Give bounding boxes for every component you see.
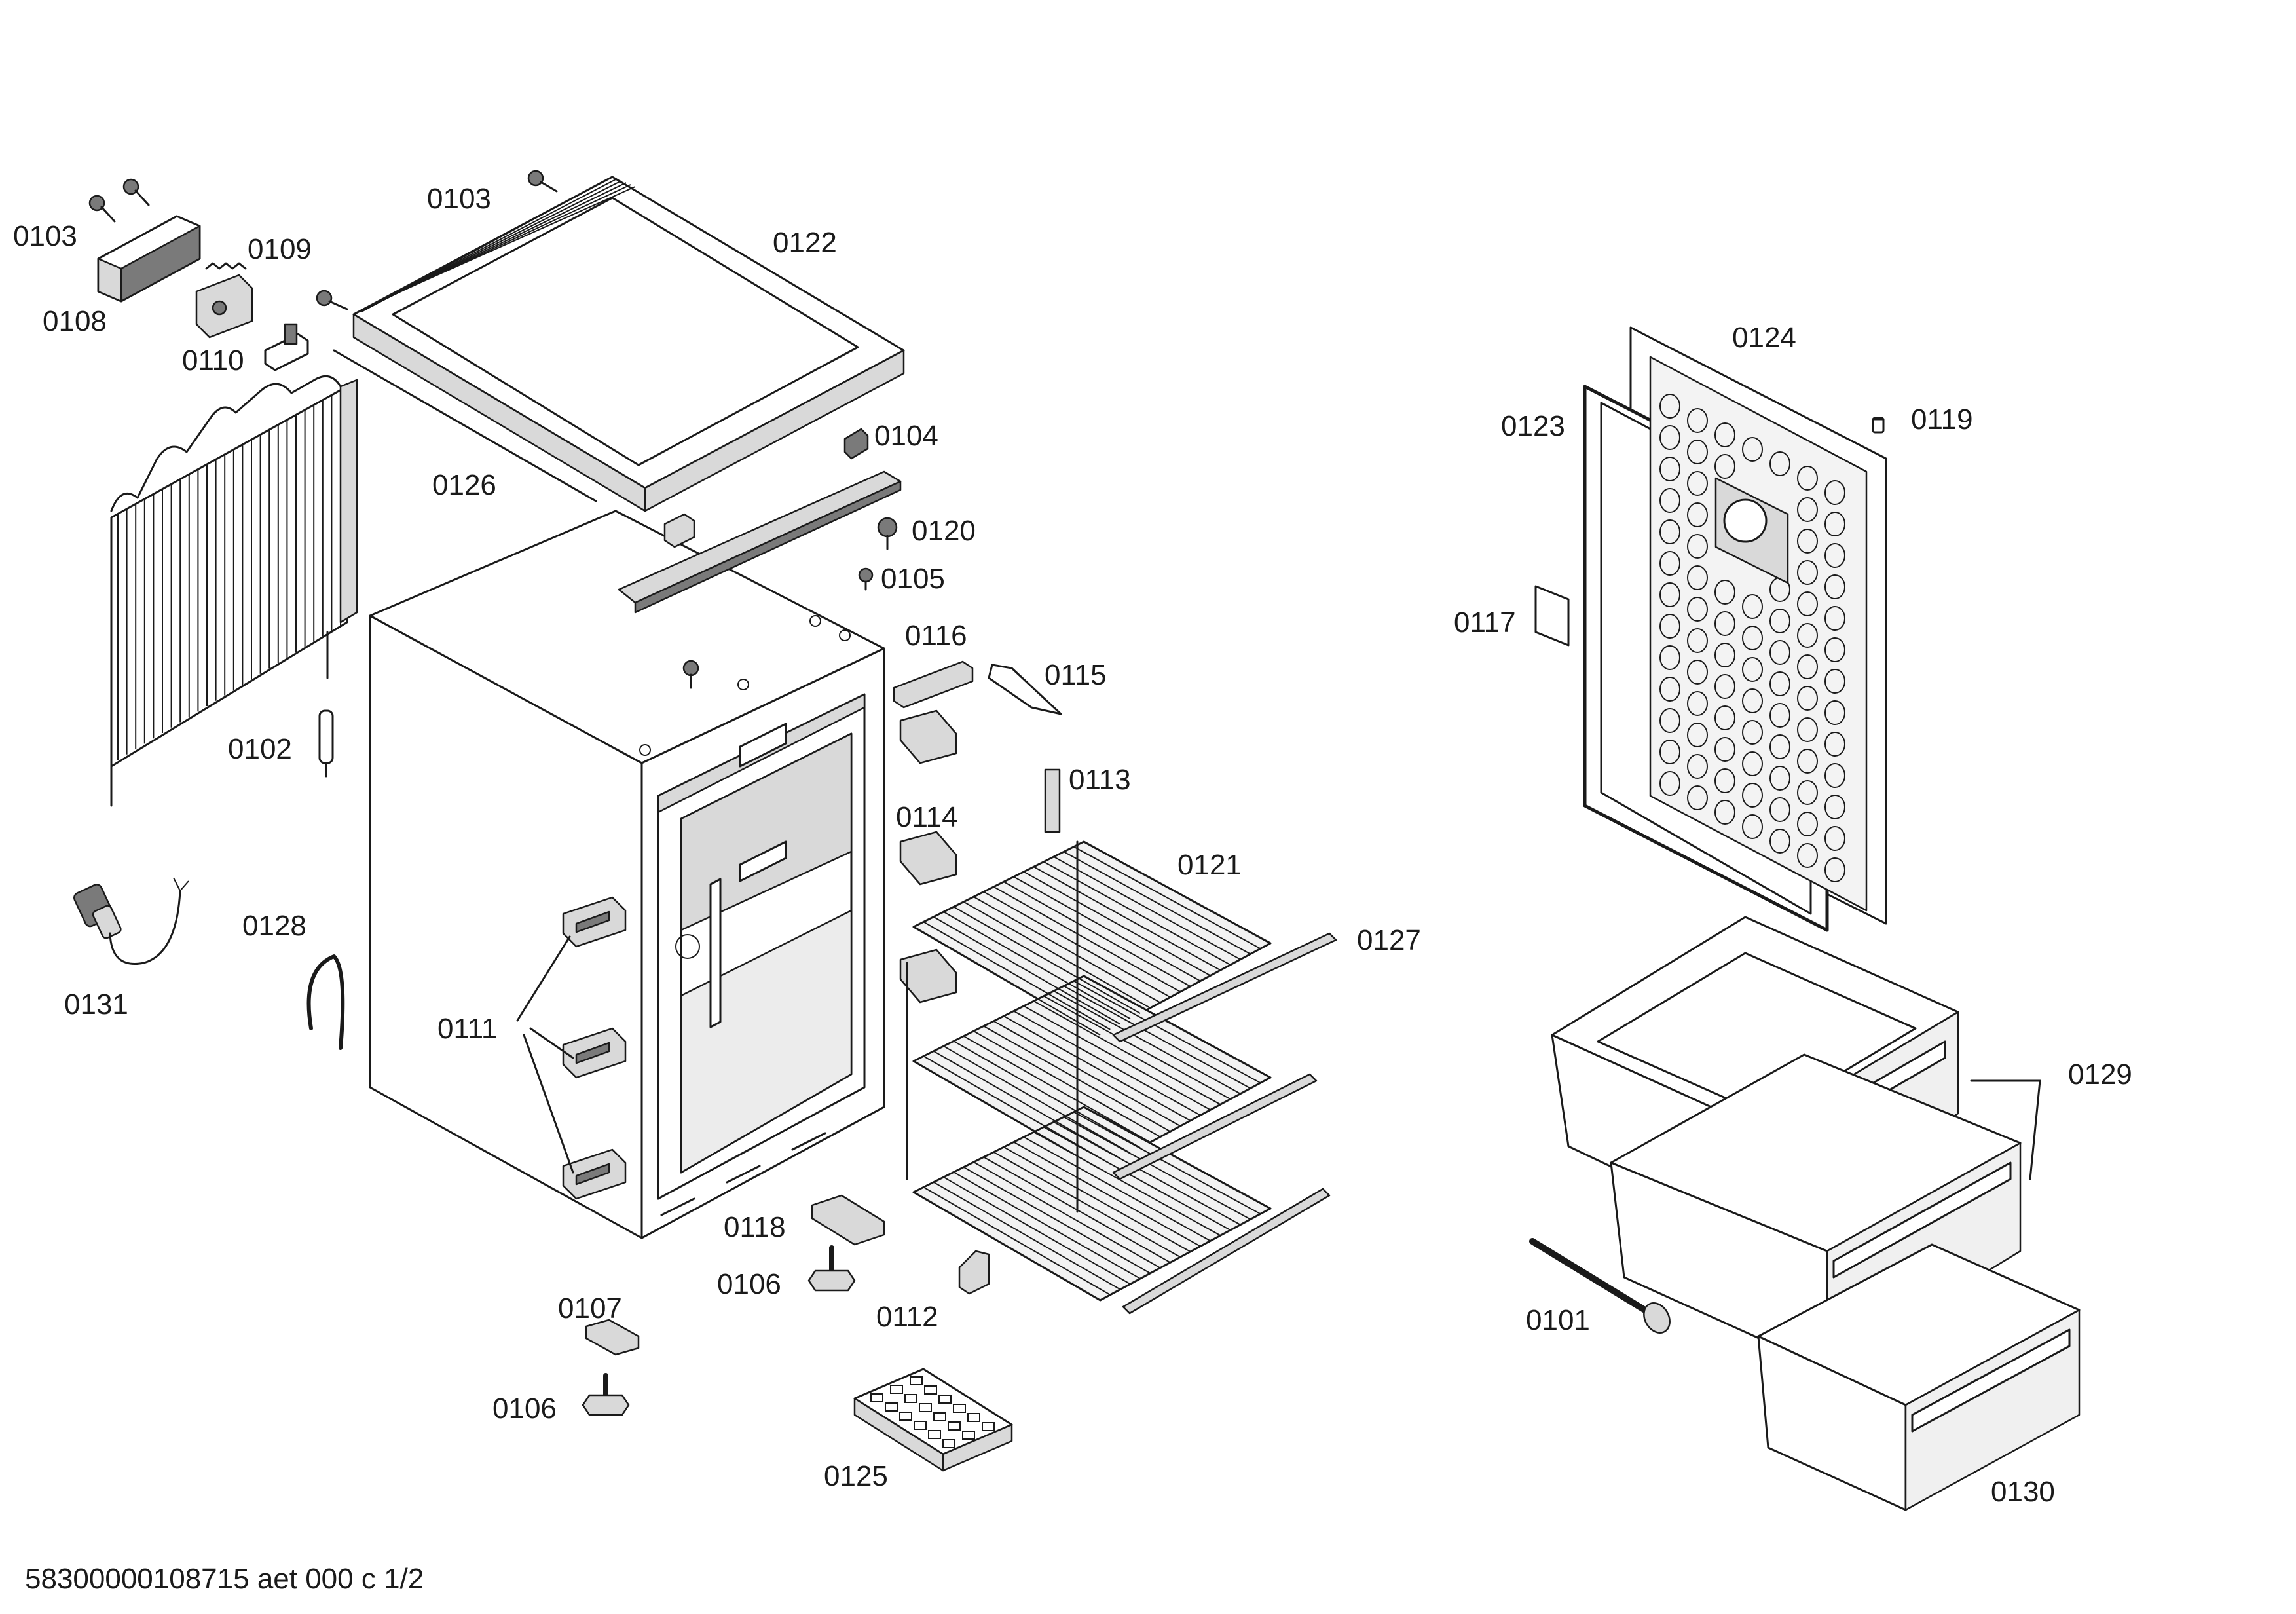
label-0124: 0124 [1732, 322, 1796, 354]
label-0112: 0112 [876, 1301, 938, 1333]
rating-label [1534, 585, 1570, 647]
hinge-plate [811, 1194, 885, 1246]
drawer-bottom [1757, 1243, 2081, 1511]
plug-icon [1872, 417, 1885, 434]
label-0115: 0115 [1045, 659, 1107, 691]
hinge-plate [585, 1319, 640, 1356]
label-0123: 0123 [1501, 410, 1565, 442]
door-stop [958, 1250, 990, 1295]
label-0128: 0128 [242, 910, 306, 942]
label-0125: 0125 [824, 1460, 888, 1492]
hinge-bracket [562, 1027, 627, 1079]
adjustable-foot [807, 1245, 856, 1292]
screw-icon [858, 567, 874, 591]
label-0106-right: 0106 [717, 1268, 781, 1300]
shelf-rail [1112, 932, 1337, 1315]
ice-cube-tray [853, 1368, 1013, 1472]
label-0103-left: 0103 [13, 220, 77, 252]
drawer-axle [1529, 1238, 1671, 1334]
label-0122: 0122 [773, 227, 837, 259]
label-0129: 0129 [2068, 1059, 2132, 1091]
label-0117: 0117 [1454, 607, 1516, 639]
hinge-bracket [562, 1148, 627, 1200]
label-0114: 0114 [896, 801, 958, 833]
label-0131: 0131 [64, 988, 128, 1021]
thermostat-housing [97, 215, 201, 303]
thermostat-bracket [264, 323, 309, 371]
label-0108: 0108 [43, 305, 107, 337]
label-0103-top: 0103 [427, 183, 491, 215]
door-inner-liner [1649, 356, 1868, 912]
thermostat [195, 274, 253, 339]
label-0119: 0119 [1911, 404, 1973, 436]
label-0126: 0126 [432, 469, 496, 501]
power-cord [73, 877, 189, 965]
condenser-coil [110, 375, 358, 807]
screw-icon [122, 178, 150, 206]
shelf-support [899, 709, 957, 764]
label-0113: 0113 [1069, 764, 1131, 796]
dryer-filter [318, 709, 334, 778]
top-cover [352, 176, 905, 512]
label-0111: 0111 [437, 1013, 497, 1045]
thermostat-scale [1044, 768, 1061, 833]
drain-tube [306, 954, 345, 1050]
label-0121: 0121 [1177, 849, 1242, 881]
cabinet [369, 510, 885, 1239]
screw-icon [527, 170, 558, 193]
adjustable-foot [582, 1373, 630, 1416]
screw-icon [682, 660, 699, 689]
screw-icon [316, 290, 348, 310]
screw-icon [88, 195, 116, 223]
label-0101: 0101 [1526, 1304, 1590, 1336]
label-0120: 0120 [912, 515, 976, 547]
label-0106-left: 0106 [492, 1393, 557, 1425]
thermostat-spring [205, 262, 247, 270]
document-footer-code: 58300000108715 aet 000 c 1/2 [25, 1563, 424, 1595]
label-0116: 0116 [905, 620, 967, 652]
hinge-bracket [562, 896, 627, 948]
capillary-tube [333, 349, 597, 502]
light-switch [893, 660, 974, 709]
label-0110: 0110 [182, 345, 244, 377]
label-0105: 0105 [881, 563, 945, 595]
label-0104: 0104 [874, 420, 938, 452]
shelf-support [899, 831, 957, 886]
label-0130: 0130 [1991, 1476, 2055, 1508]
screw-icon [877, 517, 898, 550]
mounting-strip [618, 470, 902, 614]
label-0118: 0118 [724, 1211, 786, 1243]
shelf-support [899, 948, 957, 1004]
label-0102: 0102 [228, 733, 292, 765]
label-0127: 0127 [1357, 924, 1421, 956]
bracket-clip [663, 513, 695, 548]
lamp-cover [988, 664, 1062, 715]
label-0107: 0107 [558, 1292, 622, 1324]
clip [843, 428, 869, 460]
label-0109: 0109 [248, 233, 312, 265]
